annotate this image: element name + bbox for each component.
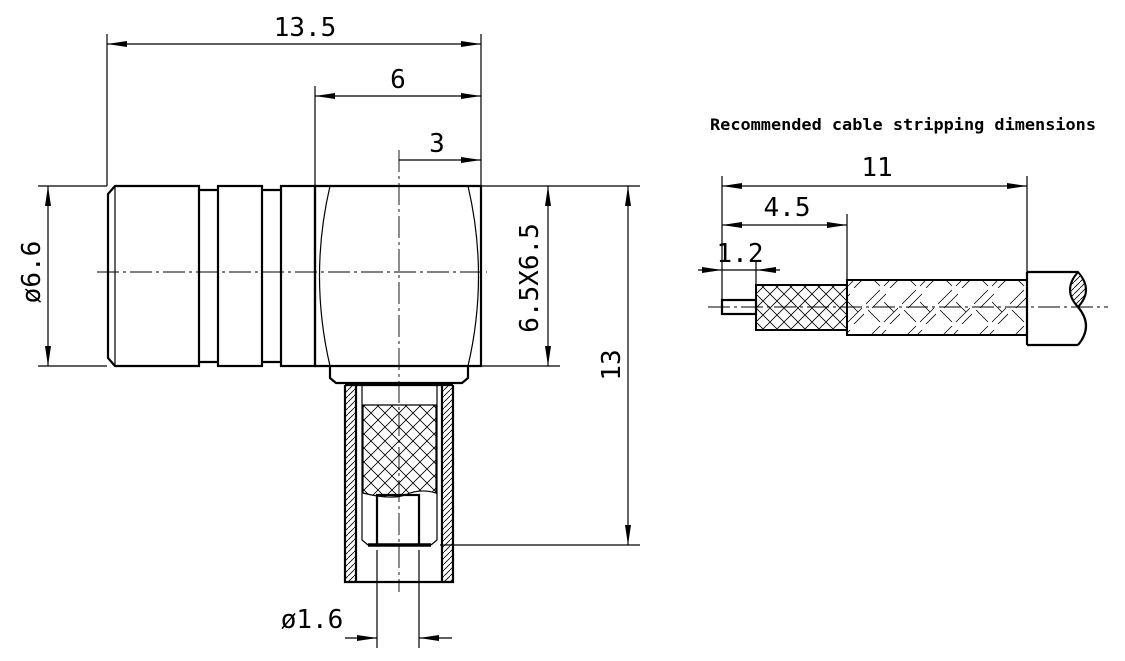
dim-diameter: ø6.6	[17, 241, 47, 304]
dim-pin-diameter: ø1.6	[281, 605, 344, 635]
dim-center-offset: 3	[429, 129, 445, 159]
dim-braid-strip: 4.5	[764, 193, 811, 223]
dim-overall-length: 13.5	[274, 13, 337, 43]
dielectric	[846, 279, 1028, 336]
dim-height: 13	[597, 349, 627, 380]
dim-pin-strip: 1.2	[717, 239, 764, 269]
cable-stripping-view: Recommended cable stripping dimensions 1…	[698, 115, 1108, 347]
dim-body-size: 6.5X6.5	[515, 223, 545, 333]
braid	[755, 284, 848, 331]
cable-title: Recommended cable stripping dimensions	[710, 115, 1096, 134]
connector-view: 13.5 6 3 ø6.6 6.5X6.5 13 ø1.6	[17, 13, 640, 648]
dim-body-length: 6	[390, 65, 406, 95]
outer-jacket	[1025, 270, 1078, 347]
dim-total-strip: 11	[861, 153, 892, 183]
